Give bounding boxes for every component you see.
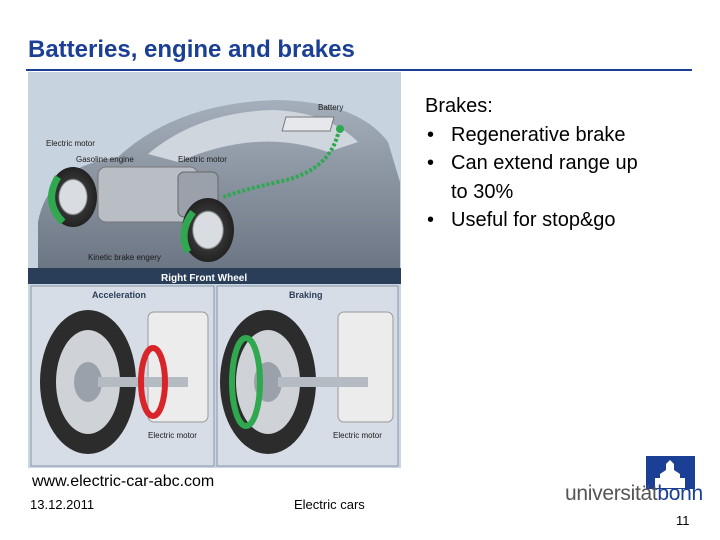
hybrid-car-illustration: Battery Electric motor Gasoline engine E… [28, 72, 401, 468]
list-item: •Useful for stop&go [425, 206, 705, 235]
label-gasoline-engine: Gasoline engine [76, 155, 134, 164]
university-emblem-icon [646, 456, 695, 489]
footer-title: Electric cars [294, 497, 365, 512]
label-braking: Braking [289, 290, 323, 300]
label-kinetic: Kinetic brake engery [88, 253, 161, 262]
label-battery: Battery [318, 103, 343, 112]
bullet-dot-icon: • [427, 209, 435, 232]
label-electric-motor-left: Electric motor [46, 139, 95, 148]
bullet-dot-icon: • [427, 123, 435, 146]
battery-shape [281, 116, 335, 132]
university-logo: universitätbonn [565, 456, 703, 506]
label-electric-motor-mid: Electric motor [178, 155, 227, 164]
page-number: 11 [676, 513, 690, 528]
label-right-front-wheel: Right Front Wheel [161, 273, 247, 284]
red-rotation-arrow [138, 345, 168, 419]
slide-title: Batteries, engine and brakes [28, 36, 355, 63]
label-motor-bottom-left: Electric motor [148, 431, 197, 440]
title-rule [26, 69, 692, 71]
wheel-left-top [49, 167, 97, 227]
bullet-dot-icon: • [427, 152, 435, 175]
bullet-lead: Brakes: [425, 95, 493, 117]
source-url: www.electric-car-abc.com [32, 473, 215, 490]
footer-date: 13.12.2011 [30, 497, 95, 512]
bullet-list: •Regenerative brake •Can extend range up… [425, 121, 705, 235]
bullet-block: Brakes: •Regenerative brake •Can extend … [425, 92, 705, 235]
green-rotation-arrow [229, 335, 263, 429]
label-motor-bottom-right: Electric motor [333, 431, 382, 440]
list-item: •Regenerative brake [425, 121, 705, 150]
label-acceleration: Acceleration [92, 290, 146, 300]
logo-wordmark: universitätbonn [565, 482, 703, 505]
wheel-right-top [182, 198, 234, 262]
